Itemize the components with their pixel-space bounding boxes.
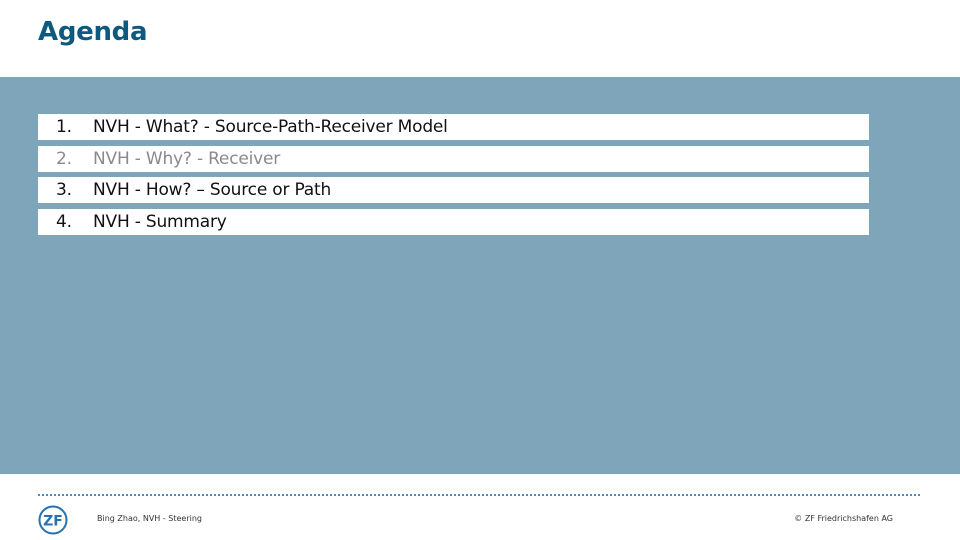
footer-divider <box>38 494 920 496</box>
footer-author: Bing Zhao, NVH - Steering <box>97 514 202 523</box>
slide-title: Agenda <box>38 17 148 47</box>
agenda-item-label: NVH - What? - Source-Path-Receiver Model <box>93 117 448 137</box>
agenda-item-4[interactable]: 4. NVH - Summary <box>38 208 869 235</box>
agenda-item-2[interactable]: 2. NVH - Why? - Receiver <box>38 145 869 172</box>
zf-logo-icon: ZF <box>38 505 68 535</box>
content-panel: 1. NVH - What? - Source-Path-Receiver Mo… <box>0 77 960 474</box>
agenda-item-number: 4. <box>56 211 72 232</box>
agenda-item-number: 3. <box>56 180 72 200</box>
agenda-item-3[interactable]: 3. NVH - How? – Source or Path <box>38 177 869 203</box>
agenda-item-label: NVH - Summary <box>93 211 227 232</box>
agenda-item-label: NVH - How? – Source or Path <box>93 180 332 200</box>
agenda-item-label: NVH - Why? - Receiver <box>93 148 281 169</box>
footer-copyright: © ZF Friedrichshafen AG <box>794 514 893 523</box>
agenda-list: 1. NVH - What? - Source-Path-Receiver Mo… <box>38 114 869 240</box>
zf-logo-text: ZF <box>43 514 63 530</box>
agenda-item-1[interactable]: 1. NVH - What? - Source-Path-Receiver Mo… <box>38 114 869 140</box>
agenda-item-number: 2. <box>56 148 72 169</box>
agenda-item-number: 1. <box>56 117 72 137</box>
